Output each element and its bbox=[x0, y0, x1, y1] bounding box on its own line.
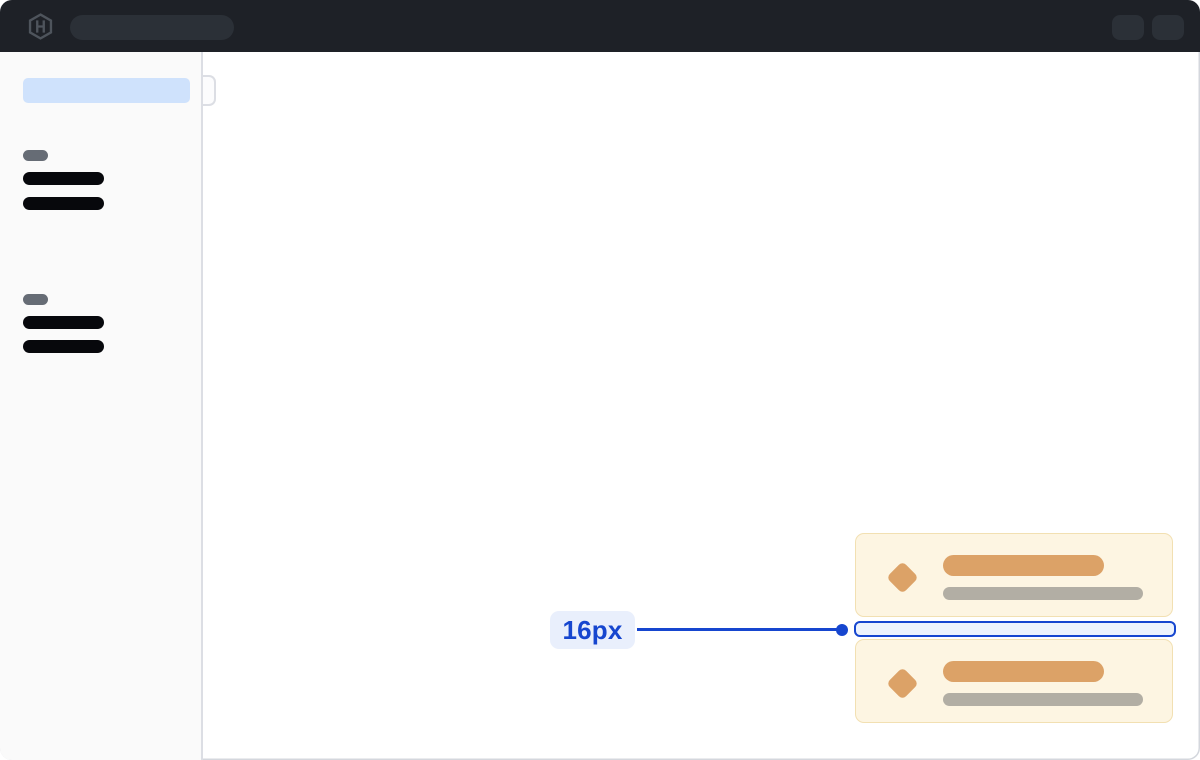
side-nav bbox=[0, 52, 203, 760]
spacing-gap-highlight bbox=[854, 621, 1176, 637]
sidebar-item-skeleton[interactable] bbox=[23, 340, 104, 353]
card-subtitle-skeleton bbox=[943, 587, 1143, 600]
annotation-connector-dot bbox=[836, 623, 848, 636]
warning-card bbox=[855, 533, 1173, 617]
card-title-skeleton bbox=[943, 661, 1104, 682]
top-nav-bar bbox=[0, 0, 1200, 52]
diamond-icon bbox=[886, 561, 919, 594]
sidebar-selected-item-skeleton[interactable] bbox=[23, 78, 190, 103]
card-subtitle-skeleton bbox=[943, 693, 1143, 706]
card-title-skeleton bbox=[943, 555, 1104, 576]
sidebar-collapse-handle[interactable] bbox=[203, 75, 216, 106]
diamond-icon bbox=[886, 667, 919, 700]
hashicorp-logo-icon[interactable] bbox=[27, 13, 54, 40]
warning-card bbox=[855, 639, 1173, 723]
sidebar-item-skeleton[interactable] bbox=[23, 197, 104, 210]
sidebar-section-label-skeleton-2 bbox=[23, 294, 48, 305]
header-search-skeleton[interactable] bbox=[70, 15, 234, 40]
header-action-skeleton-2[interactable] bbox=[1152, 15, 1184, 40]
header-action-skeleton-1[interactable] bbox=[1112, 15, 1144, 40]
sidebar-item-skeleton[interactable] bbox=[23, 316, 104, 329]
annotation-connector-line bbox=[637, 628, 839, 631]
spacing-annotation-label: 16px bbox=[550, 611, 635, 649]
sidebar-section-label-skeleton-1 bbox=[23, 150, 48, 161]
sidebar-item-skeleton[interactable] bbox=[23, 172, 104, 185]
